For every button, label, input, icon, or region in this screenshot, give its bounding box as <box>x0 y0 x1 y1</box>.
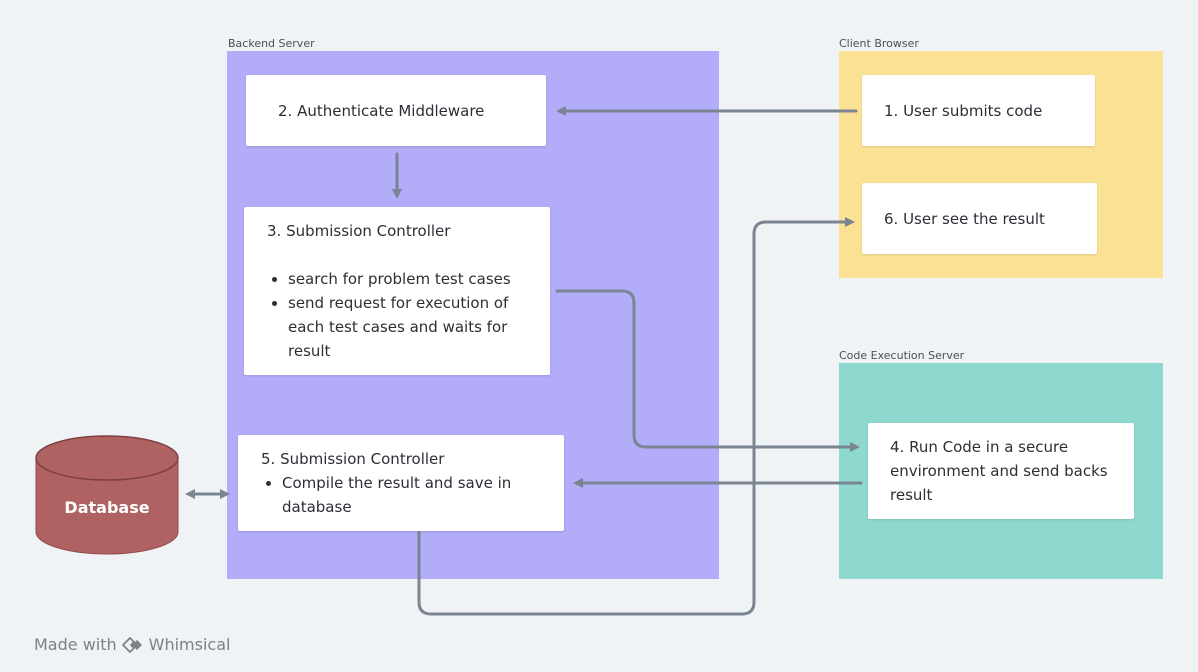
step3-title: 3. Submission Controller <box>267 222 451 240</box>
step5-title: 5. Submission Controller <box>261 450 445 468</box>
database-label: Database <box>64 498 150 517</box>
made-with-text: Made with <box>34 635 117 654</box>
code-execution-server-label: Code Execution Server <box>839 349 965 362</box>
database-cylinder-icon <box>35 435 179 555</box>
client-browser-label: Client Browser <box>839 37 919 50</box>
arrow-step5-to-step6 <box>417 217 855 616</box>
step5-bullet: Compile the result and save in database <box>282 471 544 519</box>
step2-card[interactable]: 2. Authenticate Middleware <box>246 75 546 146</box>
step6-card[interactable]: 6. User see the result <box>862 183 1097 254</box>
step2-text: 2. Authenticate Middleware <box>278 101 485 120</box>
made-with-whimsical[interactable]: Made with Whimsical <box>34 635 230 654</box>
arrow-step3-to-step4 <box>555 289 860 452</box>
step4-card[interactable]: 4. Run Code in a secure environment and … <box>868 423 1134 519</box>
whimsical-logo-icon <box>121 636 145 654</box>
step4-text: 4. Run Code in a secure environment and … <box>890 438 1108 504</box>
step3-bullet: search for problem test cases <box>288 267 530 291</box>
step6-text: 6. User see the result <box>884 209 1045 228</box>
step3-card[interactable]: 3. Submission Controller search for prob… <box>244 207 550 375</box>
step1-text: 1. User submits code <box>884 101 1043 120</box>
step1-card[interactable]: 1. User submits code <box>862 75 1095 146</box>
step5-bullet-list: Compile the result and save in database <box>261 471 544 519</box>
step3-bullet-list: search for problem test cases send reque… <box>267 267 530 363</box>
backend-server-label: Backend Server <box>228 37 315 50</box>
step5-card[interactable]: 5. Submission Controller Compile the res… <box>238 435 564 531</box>
whimsical-brand-text: Whimsical <box>148 635 231 654</box>
step3-bullet: send request for execution of each test … <box>288 291 530 363</box>
